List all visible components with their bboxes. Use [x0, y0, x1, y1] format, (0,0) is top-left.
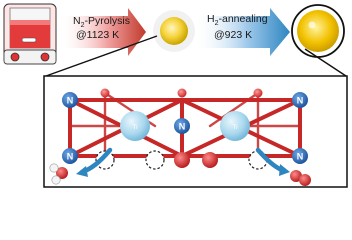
- step1-gas: N: [73, 15, 81, 27]
- oxygen-atom: [174, 152, 190, 168]
- bottom-atom-row: [95, 150, 268, 170]
- oxygen-atom: [202, 152, 218, 168]
- step1-label: N2-Pyrolysis: [73, 15, 130, 32]
- water-molecule-icon: [49, 163, 68, 185]
- ti-nanoparticle-icon: [153, 10, 195, 52]
- titanium-atom: Ti: [220, 111, 250, 141]
- step2-gas: H: [207, 13, 215, 25]
- nitrogen-atom-label: N: [297, 152, 304, 162]
- titanium-atom-label: Ti: [232, 124, 237, 131]
- beaker-on-hotplate-icon: [3, 3, 57, 65]
- nitrogen-atom: N: [62, 92, 78, 108]
- nitrogen-atom: N: [292, 92, 308, 108]
- nitrogen-atom: N: [62, 148, 78, 164]
- arrowheads: [76, 164, 290, 177]
- step1-gas-sub: 2: [80, 22, 85, 30]
- step2-condition: @923 K: [214, 29, 253, 41]
- nitrogen-atom: N: [292, 148, 308, 164]
- annealing-arrow: [196, 8, 290, 56]
- titanium-atom-label: Ti: [132, 124, 137, 131]
- nitrogen-atom-label: N: [179, 122, 186, 132]
- step2-label: H2-annealing: [207, 13, 268, 30]
- pyrolysis-arrow: [60, 8, 146, 56]
- nitrogen-atom: N: [174, 118, 190, 134]
- oxygen-vacancy: [145, 150, 165, 170]
- step1-condition: @1123 K: [76, 29, 120, 41]
- zoom-line-left: [45, 35, 158, 77]
- titanium-atom: Ti: [120, 111, 150, 141]
- step2-process: -annealing: [218, 13, 268, 25]
- released-oxygen-icon: [290, 170, 311, 186]
- synthesis-scheme: Ti Ti N N N N N: [3, 3, 348, 188]
- oxygen-vacancy: [95, 150, 115, 170]
- annealed-nanoparticle-icon: [291, 4, 345, 58]
- nitrogen-atom-label: N: [67, 96, 74, 106]
- nitrogen-atom-label: N: [297, 96, 304, 106]
- step2-gas-sub: 2: [214, 20, 219, 28]
- nitrogen-atom-label: N: [67, 152, 74, 162]
- step1-process: -Pyrolysis: [84, 15, 131, 27]
- zoom-line-right: [304, 48, 347, 77]
